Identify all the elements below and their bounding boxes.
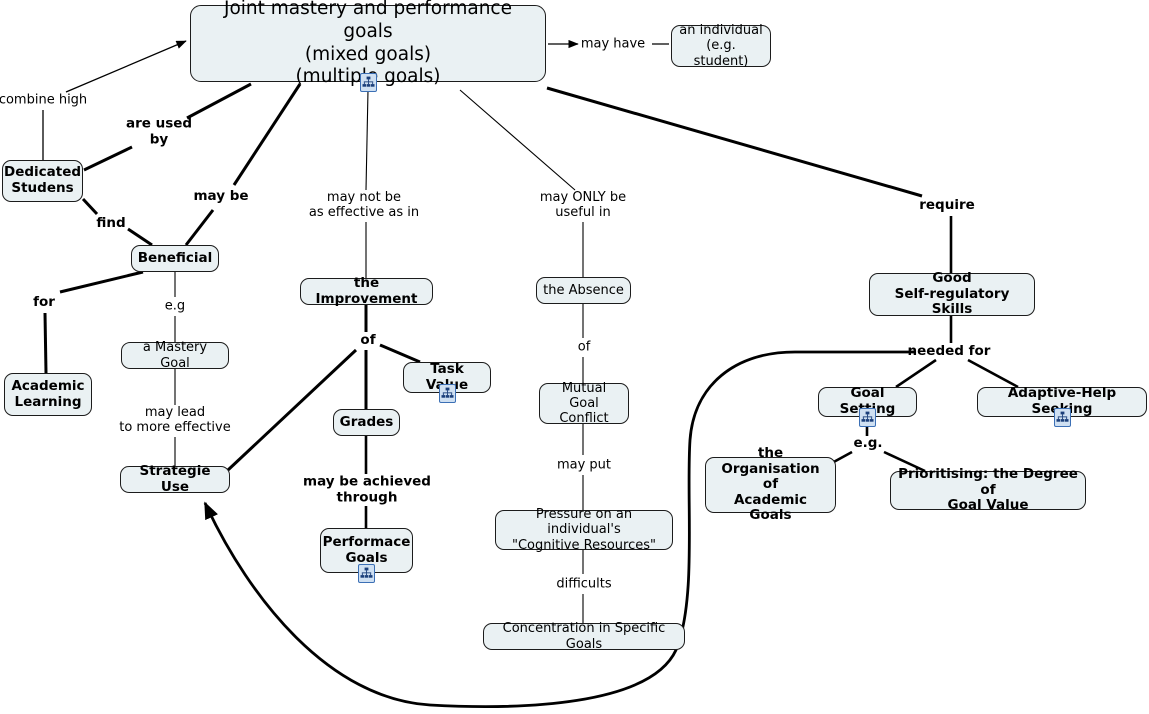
node-prioritising[interactable]: Prioritising: the Degree of Goal Value xyxy=(890,466,1086,513)
edge-find-lower xyxy=(127,227,153,247)
edge-label-text: may not be as effective as in xyxy=(308,189,420,220)
edge-label-needed-for[interactable]: needed for xyxy=(907,343,991,360)
concept-map-icon[interactable] xyxy=(1053,408,1071,427)
edge-of-1-taskvalue xyxy=(379,343,421,364)
concept-map-icon[interactable] xyxy=(358,564,375,583)
node-label: an individual (e.g. student) xyxy=(679,23,763,69)
edge-label-may-have[interactable]: may have xyxy=(581,36,645,51)
edge-label-text: may be achieved through xyxy=(303,473,431,505)
edge-label-text: are used by xyxy=(125,115,193,147)
node-dedicated[interactable]: Dedicated Studens xyxy=(2,160,83,202)
edge-label-may-only-be[interactable]: may ONLY be useful in xyxy=(540,190,626,220)
node-masterygoal[interactable]: a Mastery Goal xyxy=(121,340,229,371)
node-label: Academic Learning xyxy=(11,377,85,410)
node-absence[interactable]: the Absence xyxy=(536,277,631,304)
edge-label-text: may be xyxy=(193,188,249,205)
node-label: Mutual Goal Conflict xyxy=(559,380,609,427)
node-label: Performace Goals xyxy=(322,533,411,566)
edge-label-text: difficults xyxy=(556,576,612,592)
node-root[interactable]: Joint mastery and performance goals (mix… xyxy=(190,0,546,87)
node-grades[interactable]: Grades xyxy=(333,409,400,436)
edge-are-used-by-upper xyxy=(186,82,252,120)
node-adaptive[interactable]: Adaptive-Help Seeking xyxy=(977,385,1147,417)
edge-label-text: require xyxy=(919,197,975,214)
edge-label-for[interactable]: for xyxy=(33,294,55,311)
node-label: Adaptive-Help Seeking xyxy=(1007,385,1117,416)
edge-label-may-be[interactable]: may be xyxy=(193,188,249,205)
edge-label-text: may put xyxy=(556,457,612,473)
edge-label-are-used-by[interactable]: are used by xyxy=(126,116,192,147)
edge-label-text: of xyxy=(577,339,591,355)
edge-label-difficults[interactable]: difficults xyxy=(556,576,611,591)
edge-label-text: e.g xyxy=(164,298,186,314)
edge-label-eg-2[interactable]: e.g. xyxy=(853,435,883,452)
node-organisation[interactable]: the Organisation of Academic Goals xyxy=(705,445,836,523)
node-strategie[interactable]: Strategie Use xyxy=(120,462,230,495)
node-concentration[interactable]: Concentration in Specific Goals xyxy=(483,621,685,652)
concept-map-icon[interactable] xyxy=(859,408,876,427)
edge-combine-high-upper xyxy=(65,40,187,93)
concept-map-icon[interactable] xyxy=(438,384,456,403)
edge-require-upper xyxy=(546,86,923,198)
edge-label-text: needed for xyxy=(907,343,991,360)
node-label: Joint mastery and performance goals (mix… xyxy=(223,0,512,88)
edge-label-text: e.g. xyxy=(853,435,883,452)
edge-label-text: combine high xyxy=(0,92,88,108)
edge-label-require[interactable]: require xyxy=(919,197,975,214)
node-label: Pressure on an individual's "Cognitive R… xyxy=(511,507,656,553)
edge-label-may-lead[interactable]: may lead to more effective xyxy=(119,405,231,435)
node-label: the Improvement xyxy=(315,274,418,307)
edge-label-of-2[interactable]: of xyxy=(578,339,591,354)
edge-may-not-be-upper xyxy=(365,89,369,191)
edge-may-be-lower xyxy=(184,209,215,246)
concept-map-icon[interactable] xyxy=(359,73,377,92)
node-label: Concentration in Specific Goals xyxy=(502,621,666,652)
edge-for-lower xyxy=(43,312,48,374)
edge-label-text: may ONLY be useful in xyxy=(539,189,627,220)
node-label: Prioritising: the Degree of Goal Value xyxy=(898,466,1078,514)
edge-may-only-upper xyxy=(459,89,576,191)
node-label: Dedicated Studens xyxy=(3,164,82,196)
node-mutual[interactable]: Mutual Goal Conflict xyxy=(539,380,629,427)
edge-label-may-put[interactable]: may put xyxy=(557,457,611,472)
edge-label-combine-high[interactable]: combine high xyxy=(0,92,87,107)
edge-for-upper xyxy=(59,270,144,294)
node-label: the Organisation of Academic Goals xyxy=(721,444,820,524)
edge-find-upper xyxy=(81,197,99,216)
node-improvement[interactable]: the Improvement xyxy=(300,274,433,307)
node-label: Grades xyxy=(339,413,394,430)
node-academic[interactable]: Academic Learning xyxy=(4,373,92,416)
node-goalsetting[interactable]: Goal Setting xyxy=(818,385,917,417)
edge-needed-for-adaptive xyxy=(967,358,1019,389)
edge-label-text: may have xyxy=(580,36,646,52)
node-goodself[interactable]: Good Self-regulatory Skills xyxy=(869,270,1035,318)
node-pressure[interactable]: Pressure on an individual's "Cognitive R… xyxy=(495,507,673,553)
edge-needed-for-goalsetting xyxy=(895,358,937,389)
node-individual[interactable]: an individual (e.g. student) xyxy=(671,23,771,69)
edge-may-be-upper xyxy=(232,83,302,186)
node-label: Strategie Use xyxy=(139,462,211,495)
edge-label-text: for xyxy=(33,294,55,311)
edge-are-used-by-lower xyxy=(83,145,133,172)
edge-label-text: find xyxy=(96,215,126,232)
node-label: Beneficial xyxy=(137,249,213,266)
edge-label-find[interactable]: find xyxy=(96,215,126,232)
edge-label-may-be-achieved[interactable]: may be achieved through xyxy=(303,474,431,505)
edge-label-text: may lead to more effective xyxy=(119,404,231,435)
edge-label-may-not-be[interactable]: may not be as effective as in xyxy=(309,190,419,220)
edge-label-eg-1[interactable]: e.g xyxy=(165,298,185,313)
node-label: a Mastery Goal xyxy=(142,340,208,371)
edge-label-of-1[interactable]: of xyxy=(360,332,376,349)
node-beneficial[interactable]: Beneficial xyxy=(131,245,219,272)
node-label: Good Self-regulatory Skills xyxy=(894,270,1010,318)
node-label: the Absence xyxy=(543,282,624,298)
edge-label-text: of xyxy=(360,332,376,349)
